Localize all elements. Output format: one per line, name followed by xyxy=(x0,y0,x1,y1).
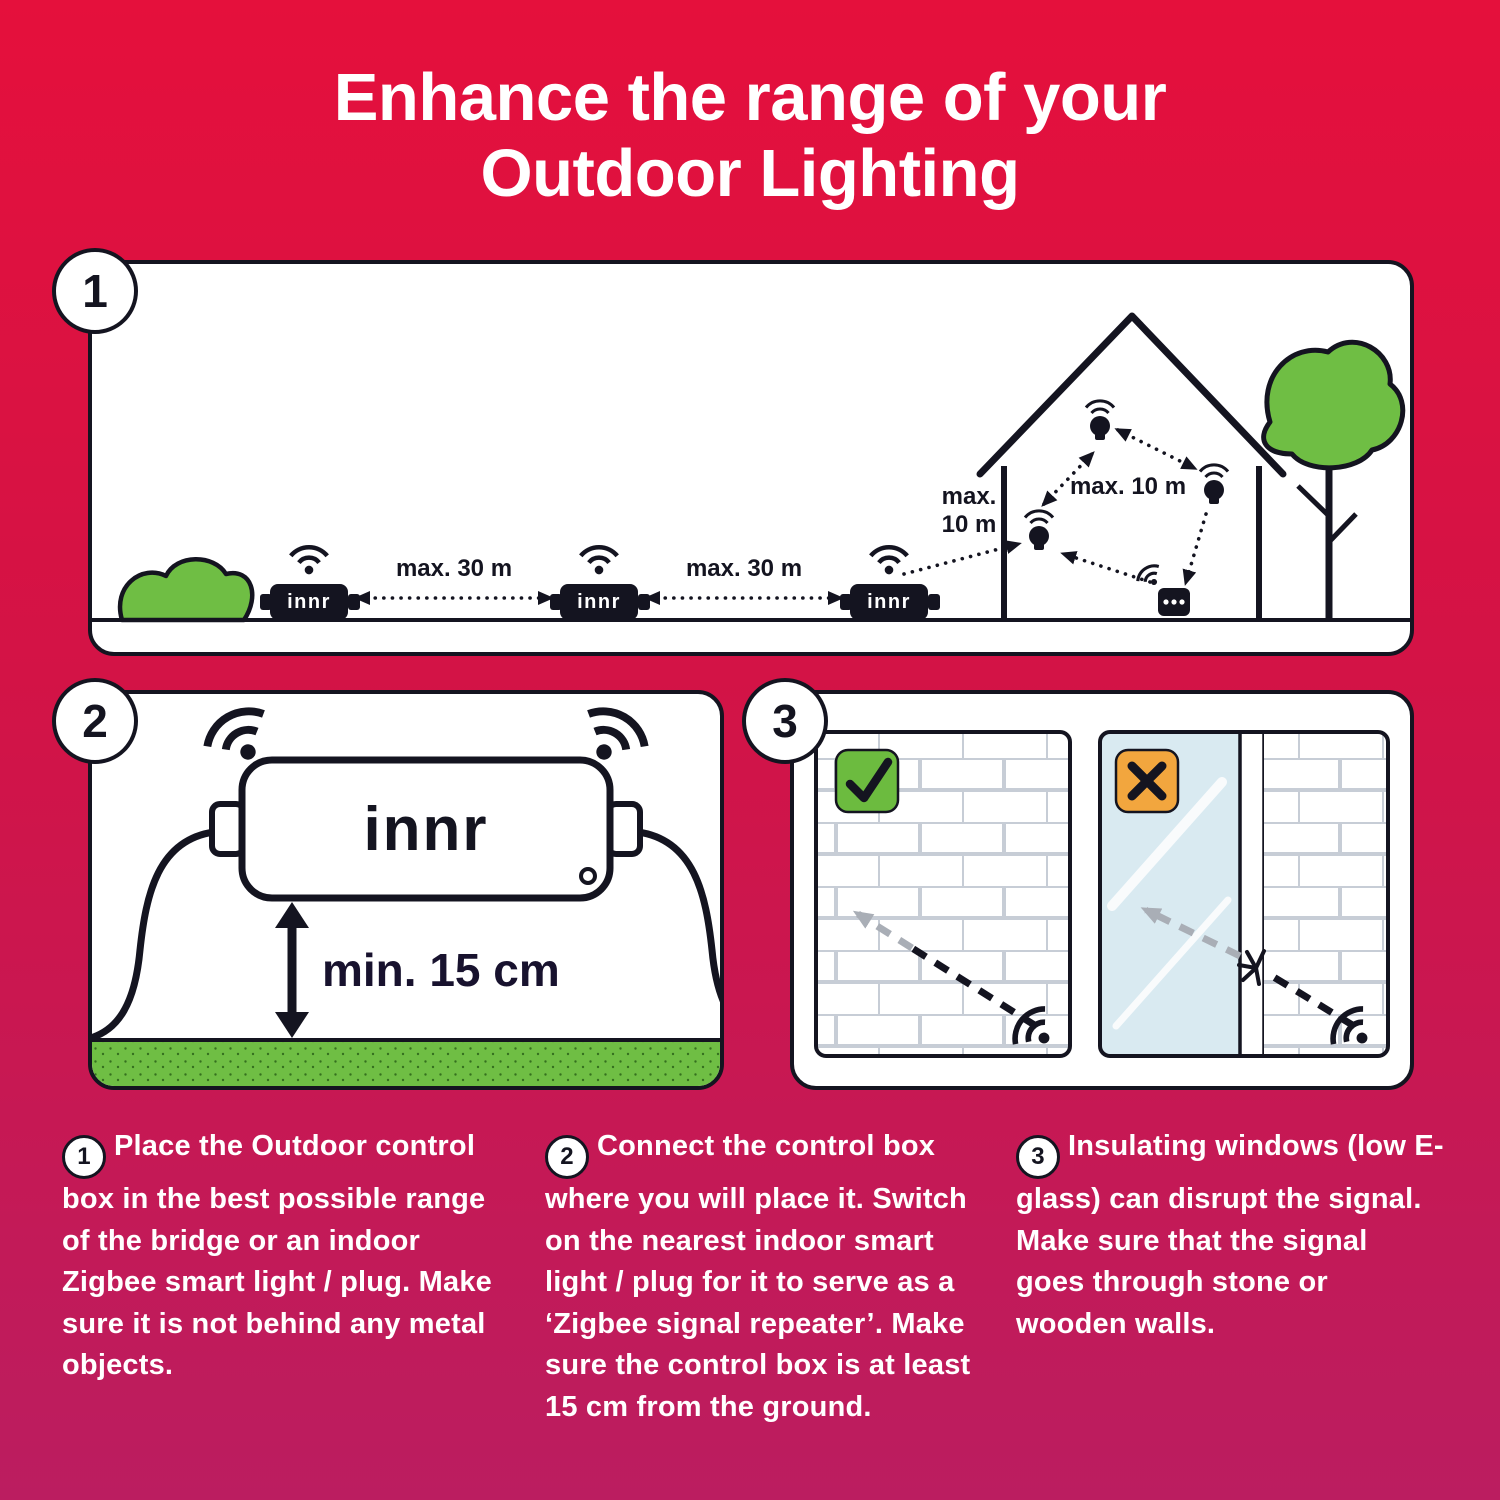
panel-signal-obstacles xyxy=(790,690,1414,1090)
clearance-label: min. 15 cm xyxy=(322,944,560,996)
page-title: Enhance the range of your Outdoor Lighti… xyxy=(0,60,1500,211)
clearance-arrow xyxy=(275,902,309,1038)
step-3-badge: 3 xyxy=(742,678,828,764)
signal-arrow xyxy=(1041,451,1095,507)
distance-label-30m: max. 30 m xyxy=(396,555,512,582)
distance-label-30m: max. 30 m xyxy=(686,555,802,582)
brand-logo: innr xyxy=(867,591,911,613)
instruction-2-text: Connect the control box where you will p… xyxy=(545,1130,971,1423)
panel-range-diagram: innr innr innr max. 30 m m xyxy=(88,260,1414,656)
signal-arrow xyxy=(1114,428,1198,470)
house xyxy=(976,312,1287,620)
mounting-height-scene: innr min. 15 cm xyxy=(92,694,720,1086)
tree xyxy=(1261,339,1406,620)
brand-logo: innr xyxy=(363,795,488,864)
signal-arrow xyxy=(1182,512,1208,586)
distance-label-10m: max. xyxy=(942,483,997,510)
wifi-icon xyxy=(871,547,907,574)
check-icon xyxy=(845,757,893,803)
grass-ground xyxy=(92,1040,720,1086)
bridge-icon xyxy=(1132,559,1190,616)
signal-blocked-spark xyxy=(1237,949,1266,986)
wall-pass-scene xyxy=(814,730,1072,1059)
instruction-1-text: Place the Outdoor control box in the bes… xyxy=(62,1130,492,1382)
bush xyxy=(117,557,255,623)
window-block-scene xyxy=(1098,730,1390,1059)
signal-path-faded xyxy=(1140,906,1242,960)
panel-mounting-height: innr min. 15 cm xyxy=(88,690,724,1090)
outdoor-control-box-icon: innr xyxy=(260,547,360,620)
cable-right xyxy=(637,828,720,1003)
window-frame xyxy=(1238,732,1266,1056)
cross-icon xyxy=(1127,761,1167,801)
brand-logo: innr xyxy=(577,591,621,613)
outdoor-control-box-icon: innr xyxy=(550,547,650,620)
distance-label-10m: 10 m xyxy=(942,511,997,538)
signal-arrow xyxy=(902,540,1022,576)
outdoor-control-box-icon: innr xyxy=(840,547,940,620)
signal-path-faded xyxy=(852,910,914,951)
brand-logo: innr xyxy=(287,591,331,613)
step-1-badge: 1 xyxy=(52,248,138,334)
instruction-1-badge: 1 xyxy=(62,1135,106,1180)
title-line-1: Enhance the range of your xyxy=(333,60,1167,135)
cable-left xyxy=(92,828,215,1042)
control-box-large: innr xyxy=(92,701,720,1042)
brick-wall xyxy=(1264,732,1388,1056)
range-diagram-scene: innr innr innr max. 30 m m xyxy=(92,312,1410,623)
instruction-3-text: Insulating windows (low E-glass) can dis… xyxy=(1016,1130,1444,1340)
signal-path xyxy=(1270,973,1356,1029)
step-2-badge: 2 xyxy=(52,678,138,764)
distance-label-10m: max. 10 m xyxy=(1070,473,1186,500)
instruction-2-badge: 2 xyxy=(545,1135,589,1180)
instruction-3-badge: 3 xyxy=(1016,1135,1060,1180)
wifi-icon xyxy=(581,547,617,574)
title-line-2: Outdoor Lighting xyxy=(480,135,1021,211)
wifi-icon xyxy=(291,547,327,574)
signal-obstacles-scene xyxy=(814,730,1390,1086)
